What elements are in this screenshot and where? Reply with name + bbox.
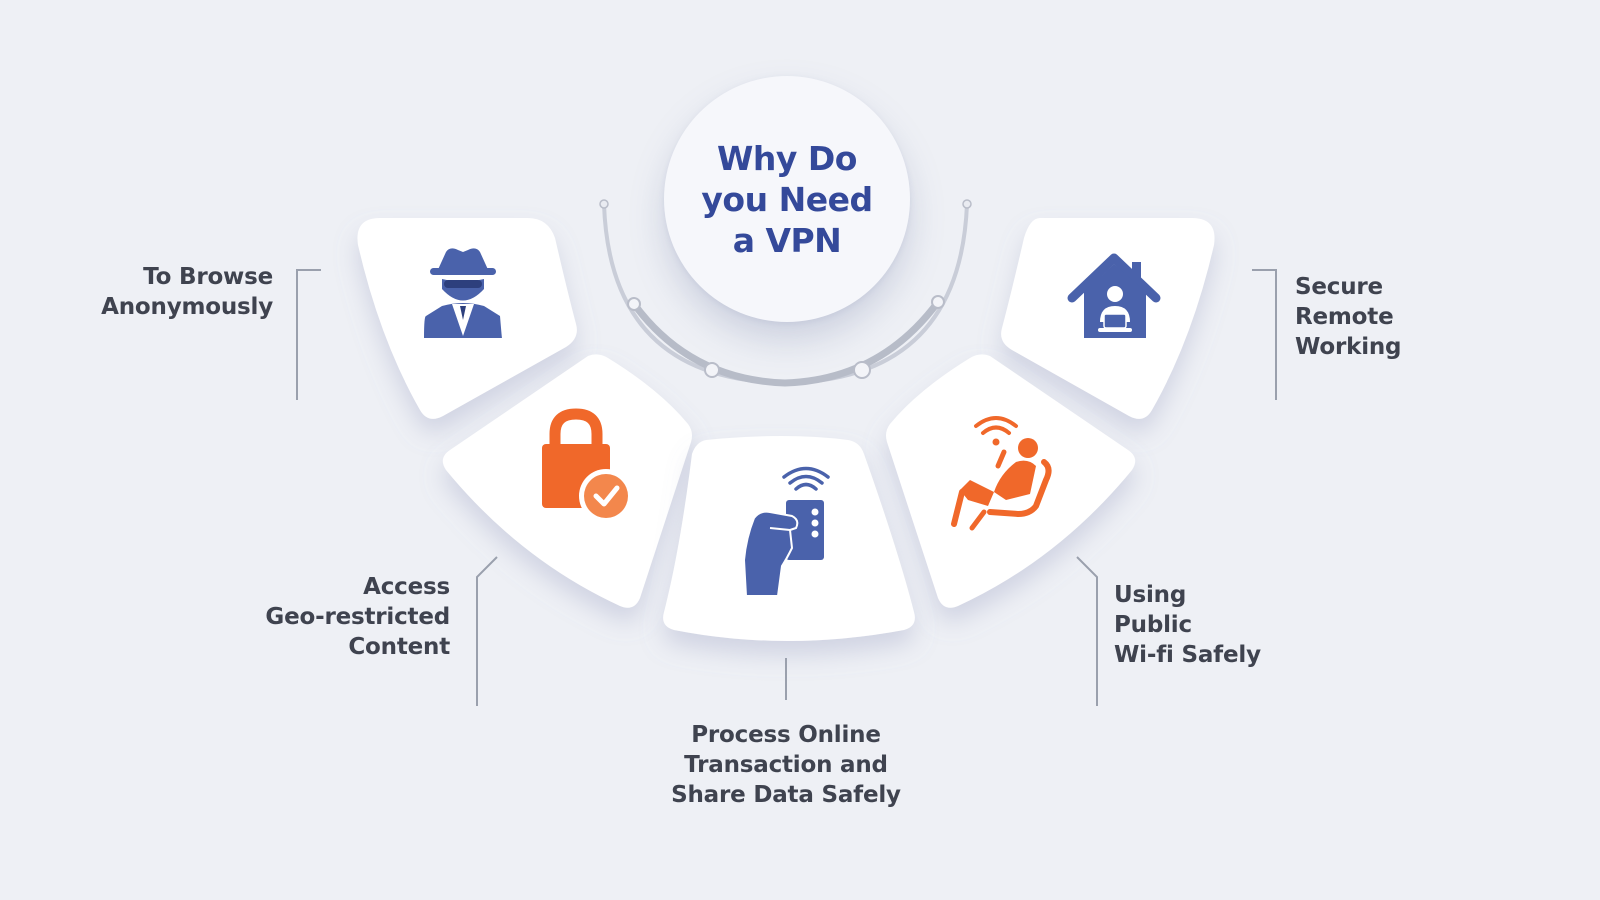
label-browse-anonymously: To Browse Anonymously xyxy=(60,262,273,322)
label-online-transaction: Process Online Transaction and Share Dat… xyxy=(636,720,936,810)
padlock-check-icon xyxy=(542,408,633,523)
label-line: Share Data Safely xyxy=(671,782,901,808)
spy-icon xyxy=(424,248,502,339)
label-line: Transaction and xyxy=(684,752,888,778)
title-line: you Need xyxy=(701,179,873,219)
contactless-card-hand-icon xyxy=(742,466,830,597)
connector-remote xyxy=(1252,269,1277,400)
page-title: Why Do you Need a VPN xyxy=(701,138,873,261)
center-title-circle: Why Do you Need a VPN xyxy=(664,76,910,322)
connector-geo xyxy=(476,556,498,706)
connector-browse xyxy=(296,269,321,400)
person-wifi-chair-icon xyxy=(951,416,1052,531)
label-public-wifi: Using Public Wi-fi Safely xyxy=(1114,580,1334,670)
label-line: Secure xyxy=(1295,274,1383,300)
label-line: Wi-fi Safely xyxy=(1114,642,1261,668)
label-line: Process Online xyxy=(691,722,881,748)
label-line: Access xyxy=(363,574,450,600)
label-line: To Browse xyxy=(143,264,273,290)
title-line: Why Do xyxy=(717,138,857,178)
title-line: a VPN xyxy=(732,220,842,260)
home-worker-icon xyxy=(1067,253,1161,338)
label-line: Public xyxy=(1114,612,1192,638)
label-line: Geo-restricted xyxy=(265,604,450,630)
connector-wifi xyxy=(1076,556,1098,706)
decorative-arc xyxy=(599,199,972,387)
label-line: Working xyxy=(1295,334,1402,360)
label-geo-restricted: Access Geo-restricted Content xyxy=(230,572,450,662)
label-line: Using xyxy=(1114,582,1187,608)
label-line: Anonymously xyxy=(101,294,273,320)
label-remote-working: Secure Remote Working xyxy=(1295,272,1495,362)
label-line: Content xyxy=(348,634,450,660)
label-line: Remote xyxy=(1295,304,1394,330)
